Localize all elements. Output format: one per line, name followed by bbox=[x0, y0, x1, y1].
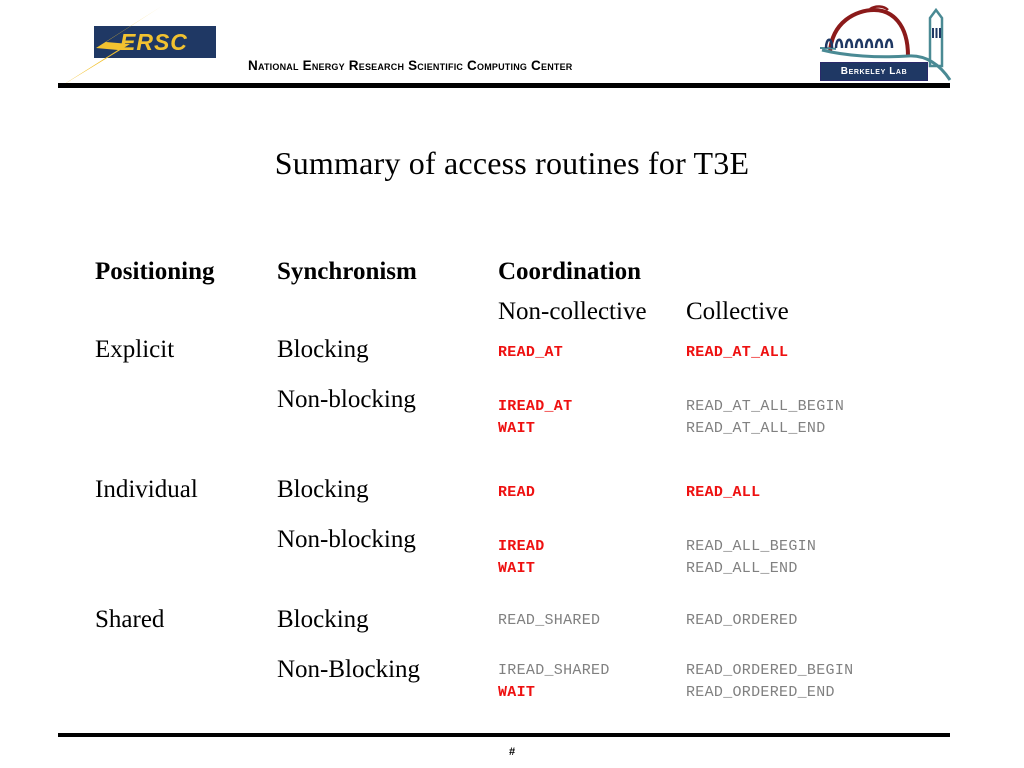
cell-collective: READ_ORDERED_BEGIN READ_ORDERED_END bbox=[686, 660, 966, 704]
cell-non-collective: READ_SHARED bbox=[498, 610, 684, 632]
column-header-positioning: Positioning bbox=[95, 258, 215, 285]
cell-synchronism: Non-blocking bbox=[277, 386, 416, 413]
routine-name: READ_ALL_BEGIN bbox=[686, 538, 817, 555]
cell-positioning: Individual bbox=[95, 476, 198, 503]
routine-name: WAIT bbox=[498, 420, 536, 437]
lightning-bolt-icon bbox=[58, 6, 162, 88]
cell-non-collective: IREAD_SHARED WAIT bbox=[498, 660, 684, 704]
cell-collective: READ_ORDERED bbox=[686, 610, 966, 632]
table-subheader-row: Non-collective Collective bbox=[0, 298, 1024, 336]
routine-name: READ_ALL bbox=[686, 484, 761, 501]
routine-name: IREAD_SHARED bbox=[498, 662, 610, 679]
column-header-collective: Collective bbox=[686, 298, 789, 325]
nersc-wordmark-label: ERSC bbox=[120, 29, 188, 55]
berkeley-lab-mark-icon bbox=[819, 5, 952, 81]
cell-synchronism: Non-blocking bbox=[277, 526, 416, 553]
routine-name: WAIT bbox=[498, 684, 536, 701]
nersc-logo: ERSC bbox=[34, 4, 216, 88]
page-number: # bbox=[508, 746, 516, 758]
header-divider bbox=[58, 83, 950, 88]
routine-name: READ_AT_ALL_END bbox=[686, 420, 826, 437]
table-header-row: Positioning Synchronism Coordination bbox=[0, 258, 1024, 298]
routine-name: WAIT bbox=[498, 560, 536, 577]
column-header-non-collective: Non-collective bbox=[498, 298, 647, 325]
routine-name: READ_SHARED bbox=[498, 612, 601, 629]
routine-name: READ_ORDERED_BEGIN bbox=[686, 662, 854, 679]
column-header-synchronism: Synchronism bbox=[277, 258, 417, 285]
routine-name: READ_AT_ALL_BEGIN bbox=[686, 398, 845, 415]
cell-non-collective: IREAD WAIT bbox=[498, 536, 684, 580]
routine-name: IREAD bbox=[498, 538, 545, 555]
footer-divider bbox=[58, 733, 950, 737]
page-title: Summary of access routines for T3E bbox=[274, 145, 750, 182]
berkeley-lab-wordmark-box: Berkeley Lab bbox=[820, 62, 928, 81]
routine-name: READ_AT_ALL bbox=[686, 344, 789, 361]
cell-non-collective: READ bbox=[498, 482, 684, 504]
berkeley-lab-label: Berkeley Lab bbox=[840, 66, 908, 77]
cell-positioning: Explicit bbox=[95, 336, 175, 363]
cell-collective: READ_ALL_BEGIN READ_ALL_END bbox=[686, 536, 966, 580]
routine-name: READ_ORDERED bbox=[686, 612, 798, 629]
routine-name: READ_ORDERED_END bbox=[686, 684, 835, 701]
routine-name: READ_ALL_END bbox=[686, 560, 798, 577]
cell-collective: READ_AT_ALL bbox=[686, 342, 966, 364]
access-routines-table: Positioning Synchronism Coordination Non… bbox=[0, 258, 1024, 701]
routine-name: IREAD_AT bbox=[498, 398, 573, 415]
cell-synchronism: Non-Blocking bbox=[277, 656, 421, 683]
routine-name: READ bbox=[498, 484, 536, 501]
cell-synchronism: Blocking bbox=[277, 476, 369, 503]
organization-title: National Energy Research Scientific Comp… bbox=[248, 58, 573, 73]
cell-synchronism: Blocking bbox=[277, 336, 369, 363]
routine-name: READ_AT bbox=[498, 344, 564, 361]
cell-collective: READ_ALL bbox=[686, 482, 966, 504]
column-header-coordination: Coordination bbox=[498, 258, 642, 285]
cell-positioning: Shared bbox=[95, 606, 165, 633]
cell-synchronism: Blocking bbox=[277, 606, 369, 633]
cell-non-collective: READ_AT bbox=[498, 342, 684, 364]
slide-header: ERSC National Energy Research Scientific… bbox=[0, 0, 1024, 96]
berkeley-lab-logo: Berkeley Lab bbox=[812, 4, 956, 84]
cell-non-collective: IREAD_AT WAIT bbox=[498, 396, 684, 440]
cell-collective: READ_AT_ALL_BEGIN READ_AT_ALL_END bbox=[686, 396, 966, 440]
